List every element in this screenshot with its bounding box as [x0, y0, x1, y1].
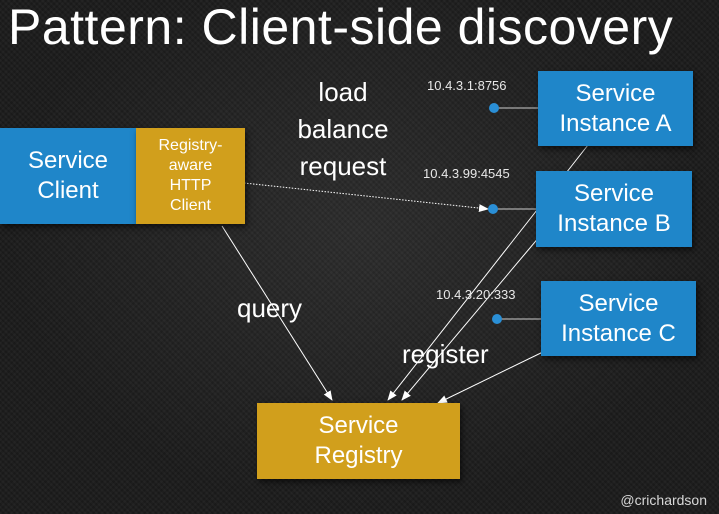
- register-label: register: [402, 339, 489, 369]
- service-instance-b-label: Service Instance B: [557, 180, 671, 237]
- http-client-box: Registry- aware HTTP Client: [136, 128, 245, 224]
- instance-c-address: 10.4.3.20:333: [436, 287, 516, 302]
- instance-a-address: 10.4.3.1:8756: [427, 78, 507, 93]
- service-instance-a-label: Service Instance A: [559, 79, 672, 137]
- service-registry-label: Service Registry: [314, 412, 403, 469]
- query-label: query: [237, 293, 303, 323]
- service-registry-box: Service Registry: [257, 403, 460, 479]
- port-dot-b: [488, 204, 498, 214]
- service-instance-c-box: Service Instance C: [541, 281, 696, 356]
- author-credit: @crichardson: [620, 492, 707, 508]
- register-arrow-c: [437, 349, 548, 404]
- http-client-label: Registry- aware HTTP Client: [158, 137, 223, 214]
- port-dot-a: [489, 103, 499, 113]
- request-arrow: [243, 182, 489, 213]
- query-arrow: [221, 225, 333, 401]
- service-instance-a-box: Service Instance A: [538, 71, 693, 146]
- instance-b-address: 10.4.3.99:4545: [423, 166, 510, 181]
- service-client-box: Service Client: [0, 128, 136, 224]
- service-client-label: Service Client: [27, 147, 109, 204]
- load-balance-request-label: load balance request: [297, 77, 389, 181]
- register-arrow-b: [401, 235, 541, 401]
- service-instance-c-label: Service Instance C: [561, 289, 676, 347]
- slide-title: Pattern: Client-side discovery: [8, 0, 674, 55]
- service-instance-b-box: Service Instance B: [536, 171, 692, 247]
- port-dot-c: [492, 314, 502, 324]
